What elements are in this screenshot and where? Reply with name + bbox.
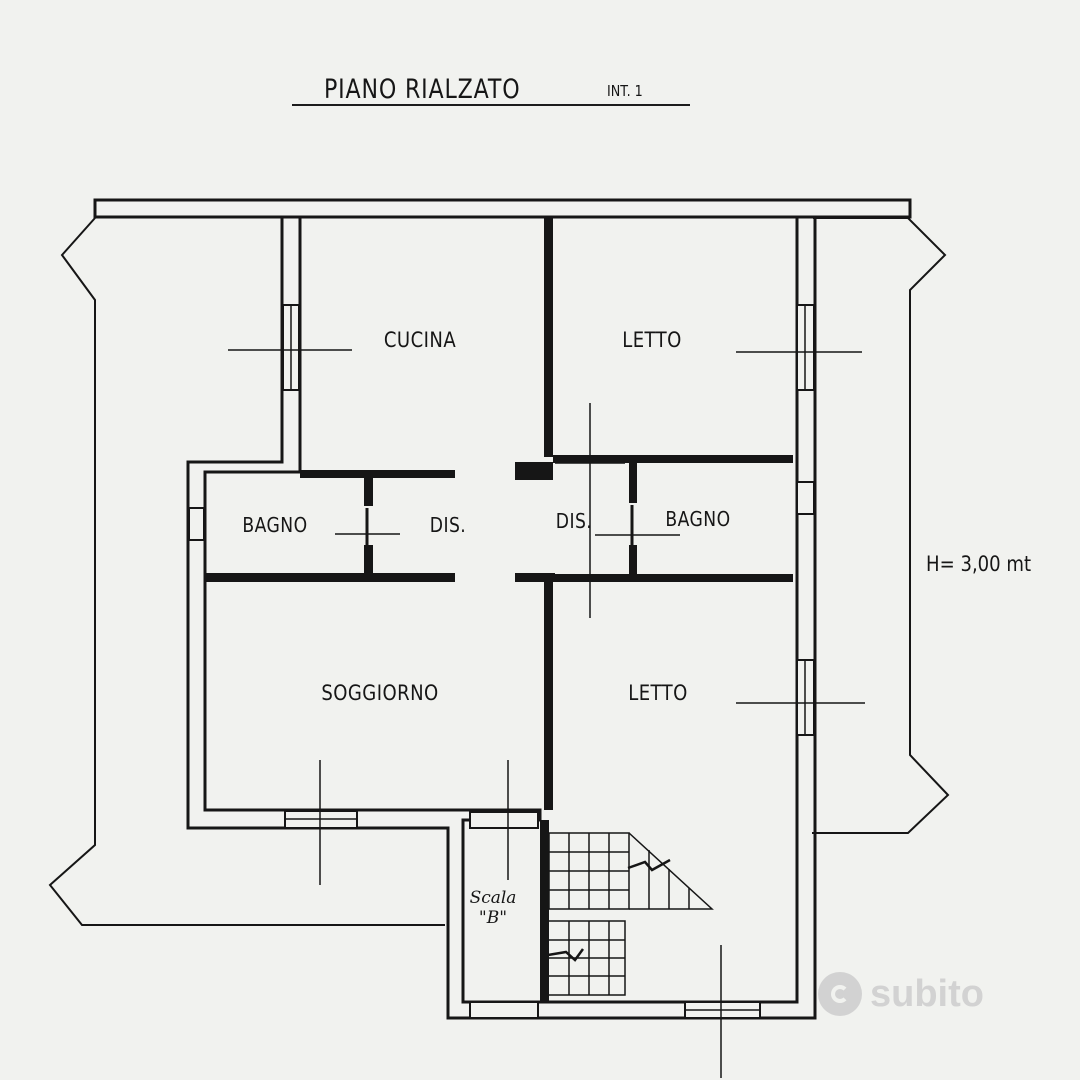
window-stair-bottom-left (469, 1001, 539, 1019)
room-label-cucina: CUCINA (383, 328, 457, 352)
plan-title-sub: INT. 1 (607, 82, 643, 100)
wall-bagno-left-bottom (205, 573, 455, 582)
wall-bagno-right-side (629, 463, 637, 503)
stair-label-id: "B" (478, 908, 508, 928)
watermark-text: subito (870, 972, 984, 1015)
wall-stair-split (540, 820, 549, 1002)
room-label-soggiorno: SOGGIORNO (321, 681, 439, 705)
wall-dis-stub (515, 573, 555, 582)
subito-logo-icon (818, 972, 862, 1016)
room-label-dis-left: DIS. (429, 513, 467, 537)
subito-watermark: subito (818, 972, 984, 1016)
room-label-letto-bottom: LETTO (628, 681, 688, 705)
site-boundary (48, 217, 950, 926)
staircase (547, 832, 714, 996)
top-wall (93, 198, 912, 219)
room-label-dis-right: DIS. (555, 509, 593, 533)
wall-letto-bagno (553, 455, 793, 463)
room-label-bagno-right: BAGNO (665, 507, 731, 531)
wall-bagno-right-bottom (553, 574, 793, 582)
plan-title-main: PIANO RIALZATO (324, 74, 521, 105)
wall-bagno-left-top (300, 470, 455, 478)
stair-label-text: Scala (469, 888, 517, 908)
wall-bagno-left-side2 (364, 545, 373, 573)
plan-title: PIANO RIALZATO INT. 1 (292, 70, 690, 106)
window-stair-top (469, 811, 539, 829)
wall-bagno-left-side (364, 478, 373, 506)
room-label-letto-top: LETTO (622, 328, 682, 352)
wall-cucina-letto (544, 217, 553, 457)
room-label-bagno-left: BAGNO (242, 513, 308, 537)
stair-label: Scala "B" (458, 888, 528, 928)
window-bagno-left (188, 507, 205, 541)
ceiling-height-note: H= 3,00 mt (926, 552, 1032, 576)
wall-dis-stub-top (515, 462, 553, 480)
window-bagno-right (796, 481, 815, 515)
wall-bagno-right-side2 (629, 545, 637, 575)
wall-soggiorno-letto (544, 582, 553, 810)
